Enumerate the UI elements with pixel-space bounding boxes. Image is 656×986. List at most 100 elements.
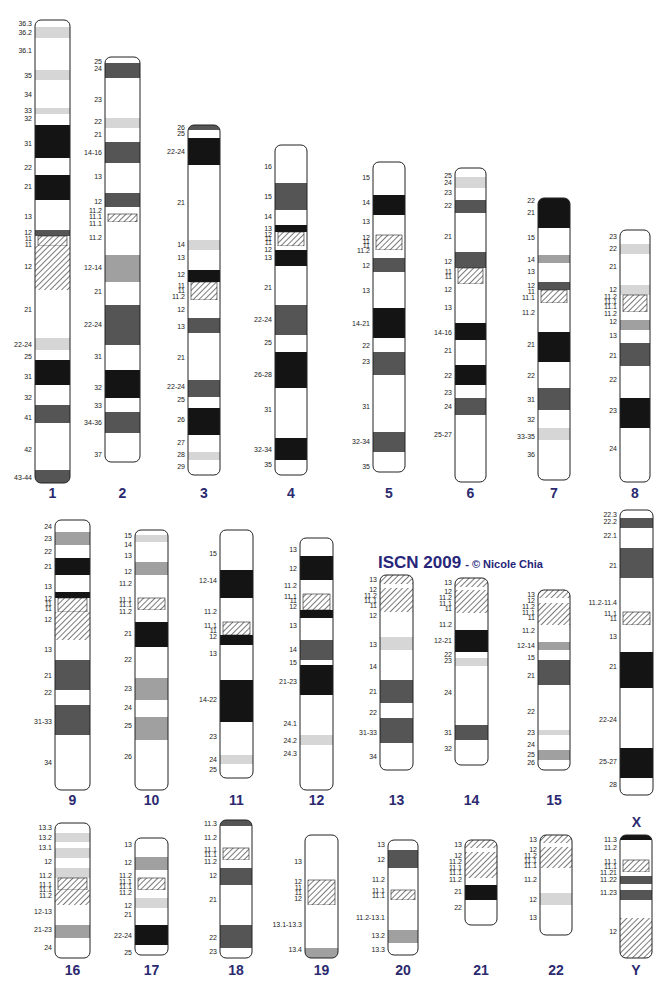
band [135,838,168,857]
band [188,250,220,270]
band-label: 11.1 [522,294,535,302]
band [300,580,333,594]
band-label: 12 [444,286,452,294]
heterochromatin-band [538,590,570,598]
band-label: 22.1 [603,532,617,540]
band-label: 31 [527,396,535,404]
band-label: 13 [124,841,132,849]
band-label: 22-24 [254,316,272,324]
chromosome [305,835,338,958]
centromere-ground [55,878,90,890]
band-label: 12 [289,603,297,611]
band [620,254,650,285]
band [620,884,652,890]
band-label: 42 [24,446,32,454]
band-label: 13 [369,641,377,649]
band [188,125,220,130]
band [373,375,405,432]
centromere [623,612,650,625]
chromosome-outline [455,578,488,765]
band-label: 22 [527,708,535,716]
chromosome-number: 16 [65,962,81,978]
band [538,428,570,440]
band [135,647,168,678]
band-group [220,530,253,778]
band-label: 26 [177,416,185,424]
band-label: 23 [527,729,535,737]
chromosome-outline [55,823,90,958]
band [455,284,486,323]
band [538,660,570,685]
centromere-ground [220,848,252,860]
band-label: 11 [528,614,535,622]
band-label: 24 [444,179,452,187]
band [538,263,570,282]
band [55,520,90,532]
band-label: 22 [369,709,377,717]
band [620,244,650,254]
band [55,640,90,660]
band [55,868,90,878]
band-label: 11 [265,239,272,247]
band [105,305,140,345]
band [455,340,486,365]
band-label: 21 [609,562,617,570]
band-label: 22-24 [167,148,185,156]
band-label: 22-24 [599,716,617,724]
band-label: 25 [527,751,535,759]
band-label: 25 [264,339,272,347]
band [538,735,570,750]
band [380,612,413,637]
band-label: 26 [124,753,132,761]
centromere [376,235,402,250]
band [538,362,570,388]
chromosome-number: 11 [229,792,244,808]
band [373,452,405,472]
chromosome [620,230,650,482]
band [220,820,252,826]
band [275,388,307,438]
band [300,610,333,618]
band-label: 11.2 [357,247,370,255]
band-label: 11.2 [119,608,132,616]
band [105,255,140,282]
band-label: 21 [609,663,617,671]
band [620,778,653,795]
band-label: 21 [527,341,535,349]
band-label: 11.2 [372,876,385,884]
band [55,858,90,868]
band [465,885,497,900]
band-label: 21 [177,354,185,362]
band [455,177,486,188]
band-label: 21-23 [279,678,297,686]
band-label: 43-44 [14,474,32,482]
heterochromatin-band [465,852,497,878]
band [388,840,418,850]
band-label: 11.1 [119,601,132,609]
heading: ISCN 2009- © Nicole Chia [378,553,543,573]
band-label: 25 [94,58,102,66]
band [188,452,220,460]
band-label: 15 [264,193,272,201]
band [135,610,168,622]
band-label: 21 [444,347,452,355]
band [135,945,168,955]
band-label: 13.2 [371,932,385,940]
band [188,138,220,165]
centromere [58,878,87,890]
band-label: 21 [609,352,617,360]
centromere-ground [538,290,570,303]
band-label: 12 [609,286,617,294]
chromosome-outline [305,835,338,958]
chromosome-number: 7 [550,485,558,501]
band [455,365,486,385]
band-label: 24.2 [283,737,297,745]
band [620,510,653,518]
band [538,730,570,735]
band-label: 11.3 [204,820,217,828]
band [135,700,168,717]
centromere-ground [620,860,652,872]
centromere [191,282,217,300]
band-label: 12 [124,859,132,867]
band-label: 15 [289,659,297,667]
